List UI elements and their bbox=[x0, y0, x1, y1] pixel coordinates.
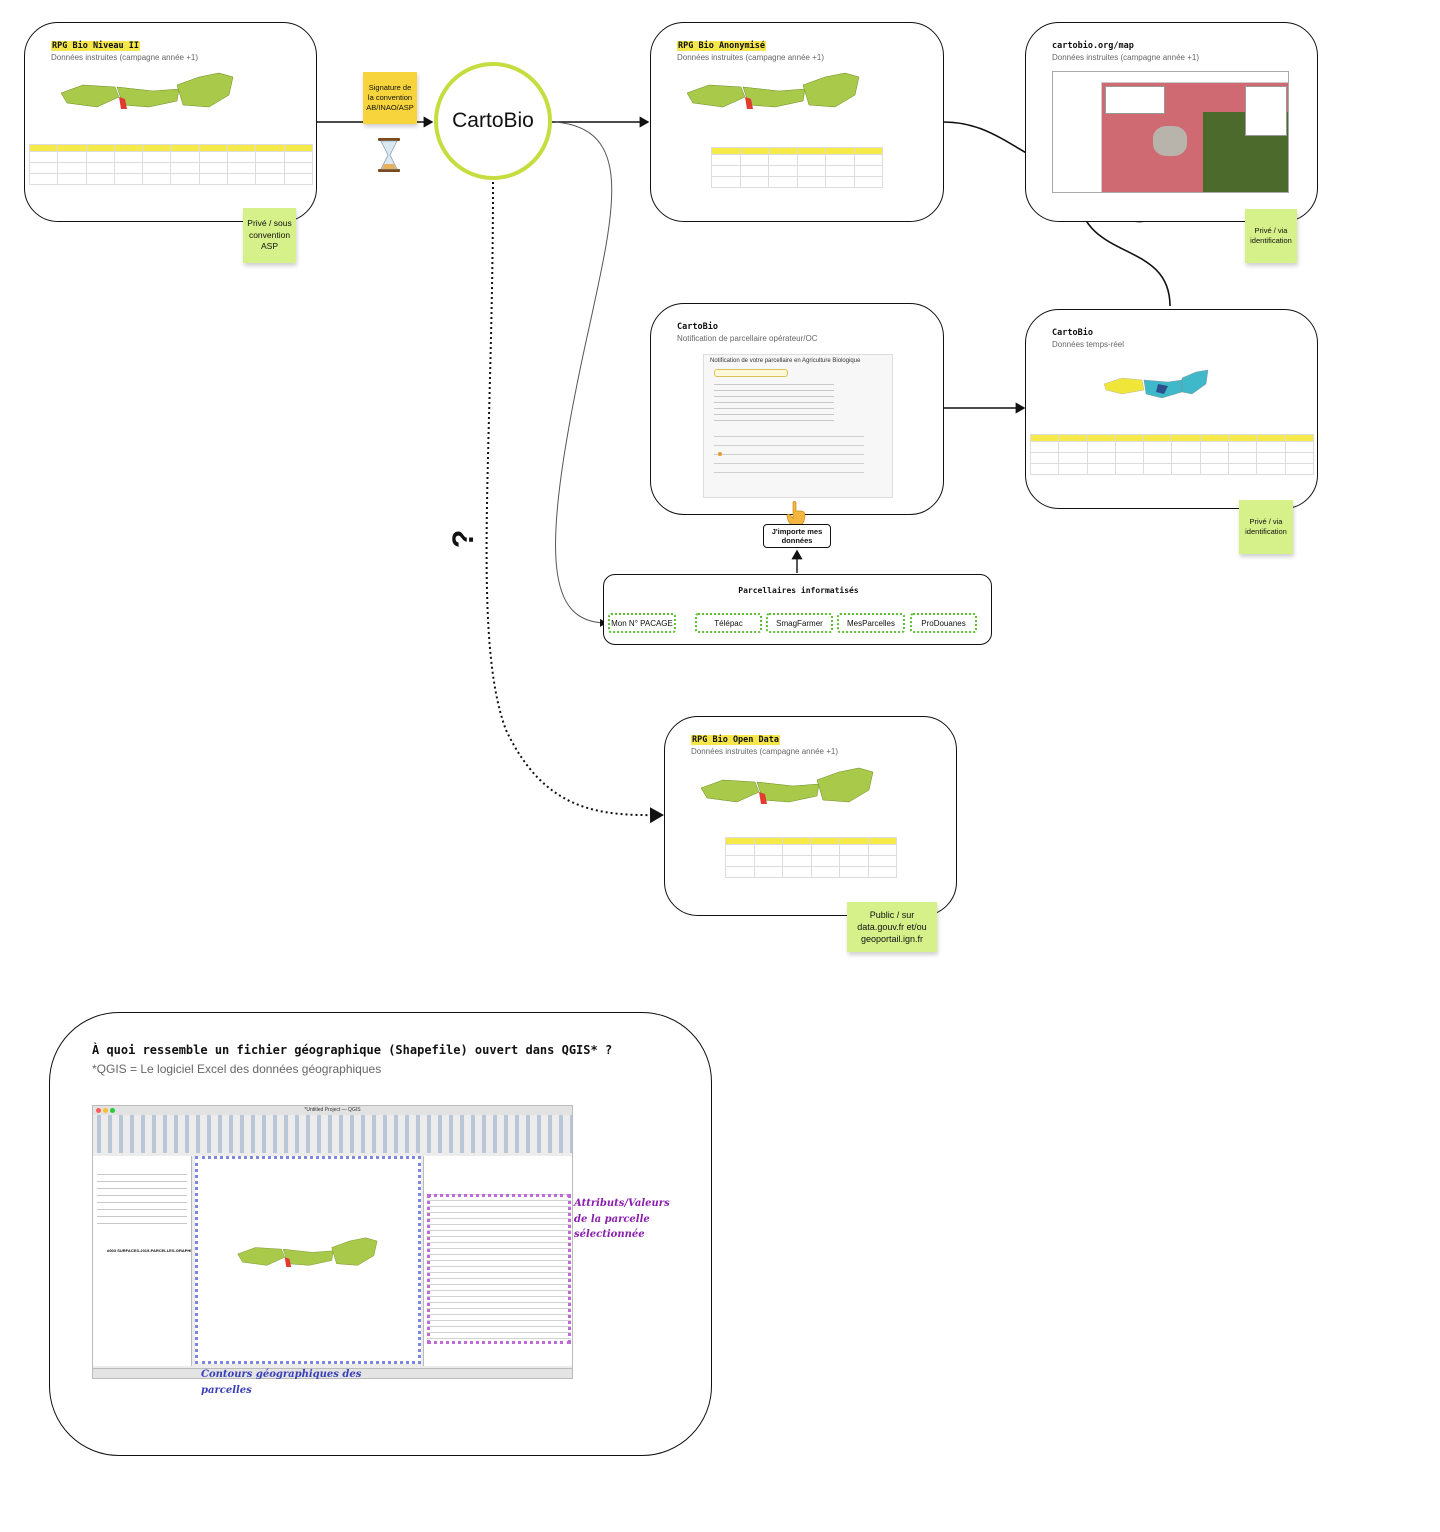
card-title: RPG Bio Anonymisé bbox=[677, 41, 766, 51]
notification-heading: Notification de votre parcellaire en Agr… bbox=[710, 358, 861, 364]
attribute-table bbox=[711, 147, 883, 188]
parcellaires-title: Parcellaires informatisés bbox=[738, 586, 859, 595]
map-screenshot bbox=[1052, 71, 1289, 193]
qgis-title: À quoi ressemble un fichier géographique… bbox=[92, 1043, 613, 1057]
qgis-statusbar bbox=[93, 1368, 572, 1378]
card-subtitle: Données temps-réel bbox=[1052, 340, 1125, 349]
qgis-map-canvas bbox=[195, 1156, 421, 1364]
line-cartobio-to-pacage bbox=[555, 121, 613, 627]
qgis-toolbar bbox=[93, 1115, 572, 1153]
attribute-table bbox=[1029, 434, 1315, 475]
card-title: CartoBio bbox=[1052, 328, 1093, 338]
card-cartobio-map: cartobio.org/map Données instruites (cam… bbox=[1025, 22, 1318, 222]
notification-screenshot: Notification de votre parcellaire en Agr… bbox=[703, 354, 893, 498]
card-parcellaires: Parcellaires informatisés Mon N° PACAGE … bbox=[603, 574, 992, 645]
pointing-hand-icon bbox=[786, 501, 806, 525]
card-title: cartobio.org/map bbox=[1052, 41, 1134, 51]
card-rpg-open-data: RPG Bio Open Data Données instruites (ca… bbox=[664, 716, 957, 916]
qgis-titlebar: *Untitled Project — QGIS bbox=[93, 1106, 572, 1115]
notification-radio bbox=[718, 452, 722, 456]
chip-smagfarmer[interactable]: SmagFarmer bbox=[766, 613, 833, 633]
card-subtitle: Données instruites (campagne année +1) bbox=[51, 53, 198, 62]
hourglass-icon bbox=[378, 138, 400, 172]
parcel-map bbox=[1103, 369, 1209, 399]
card-cartobio-temps-reel: CartoBio Données temps-réel bbox=[1025, 309, 1318, 509]
qgis-subtitle: *QGIS = Le logiciel Excel des données gé… bbox=[92, 1062, 382, 1076]
map-legend bbox=[1245, 86, 1287, 136]
card-rpg-anonymise: RPG Bio Anonymisé Données instruites (ca… bbox=[650, 22, 944, 222]
card-rpg-niveau-2: RPG Bio Niveau II Données instruites (ca… bbox=[24, 22, 317, 222]
dotted-cartobio-to-opendata bbox=[485, 181, 664, 824]
map-town bbox=[1153, 126, 1187, 156]
chip-pacage[interactable]: Mon N° PACAGE bbox=[608, 613, 676, 633]
cartobio-label: CartoBio bbox=[452, 109, 534, 132]
chip-telepac[interactable]: Télépac bbox=[695, 613, 762, 633]
map-popup bbox=[1105, 86, 1165, 114]
cartobio-node: CartoBio bbox=[434, 62, 552, 180]
import-button[interactable]: J'importe mes données bbox=[763, 524, 831, 548]
card-subtitle: Données instruites (campagne année +1) bbox=[691, 747, 838, 756]
qgis-layer-name: d003 SURFACES-2019-PARCELLES-GRAPHIQUES-… bbox=[107, 1248, 191, 1253]
chip-mesparcelles[interactable]: MesParcelles bbox=[837, 613, 905, 633]
notification-options bbox=[714, 433, 864, 473]
annotation-attributes: Attributs/Valeurs de la parcelle sélecti… bbox=[574, 1198, 670, 1240]
card-title: CartoBio bbox=[677, 322, 718, 332]
minimize-dot bbox=[103, 1108, 108, 1113]
sticky-convention: Signature de la convention AB/INAO/ASP bbox=[363, 72, 417, 124]
sticky-public: Public / sur data.gouv.fr et/ou geoporta… bbox=[847, 902, 937, 952]
qgis-window: *Untitled Project — QGIS d003 SURFACES-2… bbox=[92, 1105, 573, 1379]
attribute-table bbox=[28, 144, 314, 185]
parcel-map bbox=[686, 72, 860, 109]
attribute-table bbox=[725, 837, 897, 878]
annotation-contours: Contours géographiques des parcelles bbox=[201, 1369, 362, 1396]
card-subtitle: Données instruites (campagne année +1) bbox=[1052, 53, 1199, 62]
qgis-browser-tree bbox=[97, 1170, 187, 1226]
question-mark: ? bbox=[447, 529, 481, 549]
parcel-map bbox=[60, 72, 234, 109]
map-sidebar bbox=[1053, 82, 1102, 192]
sticky-prive-identification-1: Privé / via identification bbox=[1245, 209, 1297, 263]
close-dot bbox=[96, 1108, 101, 1113]
notification-badge bbox=[714, 369, 788, 377]
card-title: RPG Bio Open Data bbox=[691, 735, 780, 745]
card-subtitle: Notification de parcellaire opérateur/OC bbox=[677, 334, 818, 343]
notification-text-block bbox=[714, 381, 834, 421]
maximize-dot bbox=[110, 1108, 115, 1113]
card-subtitle: Données instruites (campagne année +1) bbox=[677, 53, 824, 62]
qgis-attribute-values bbox=[427, 1194, 571, 1344]
card-title: RPG Bio Niveau II bbox=[51, 41, 140, 51]
parcel-map bbox=[700, 767, 874, 804]
sticky-prive-asp: Privé / sous convention ASP bbox=[243, 208, 296, 263]
chip-prodouanes[interactable]: ProDouanes bbox=[910, 613, 977, 633]
qgis-browser-panel: d003 SURFACES-2019-PARCELLES-GRAPHIQUES-… bbox=[93, 1156, 192, 1366]
qgis-window-title: *Untitled Project — QGIS bbox=[304, 1107, 361, 1113]
map-topbar bbox=[1053, 72, 1288, 83]
parcel-map bbox=[237, 1237, 378, 1267]
sticky-prive-identification-2: Privé / via identification bbox=[1239, 500, 1293, 554]
card-cartobio-notification: CartoBio Notification de parcellaire opé… bbox=[650, 303, 944, 515]
